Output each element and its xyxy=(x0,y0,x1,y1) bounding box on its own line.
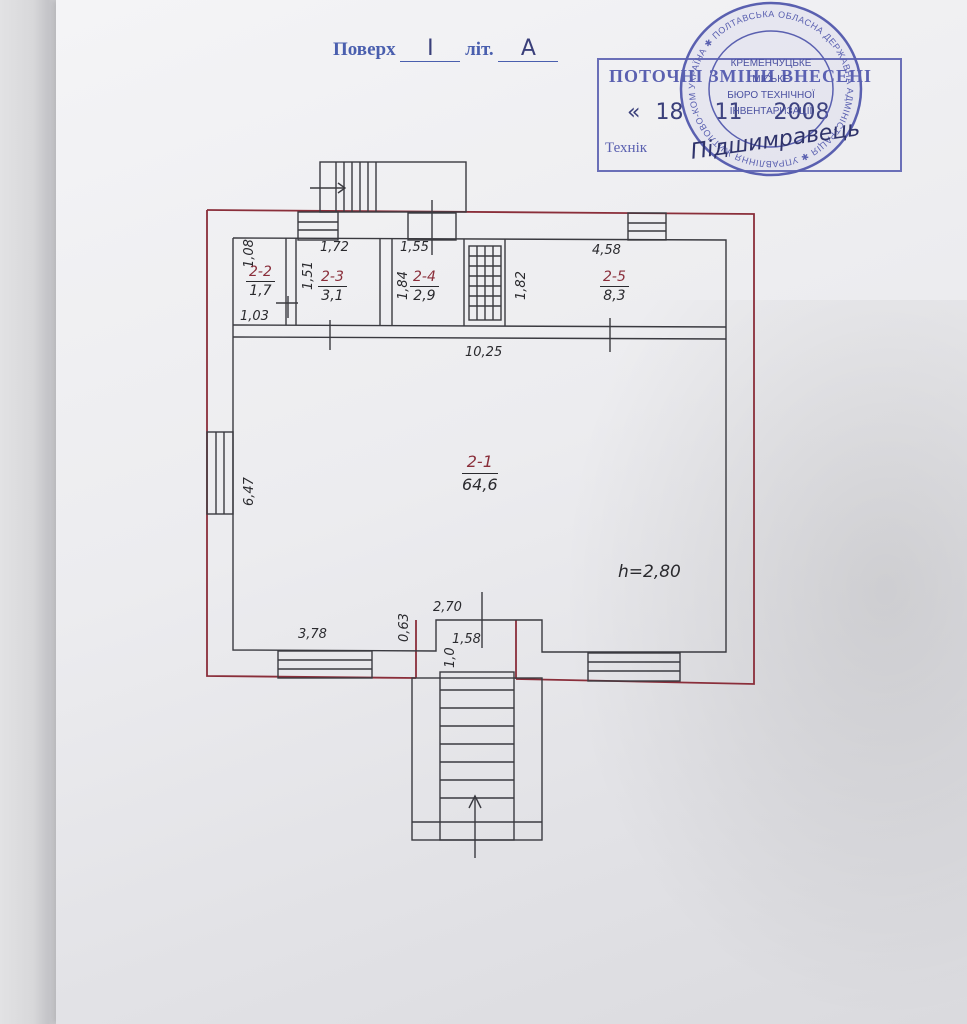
room-number: 2-5 xyxy=(600,268,629,287)
room-number: 2-1 xyxy=(462,451,498,474)
dim-label: 1,0 xyxy=(443,647,458,668)
date-year: 2008 xyxy=(773,100,829,125)
entry-stair xyxy=(411,677,543,841)
dim-label: 0,63 xyxy=(397,613,412,642)
partition-wall xyxy=(232,336,727,340)
partition-wall xyxy=(232,324,727,328)
date-day: 18 xyxy=(655,100,684,125)
letter-label: літ. xyxy=(465,39,494,60)
binder-edge xyxy=(0,0,60,1024)
room-area: 1,7 xyxy=(249,283,272,299)
dim-label: 1,51 xyxy=(301,261,316,290)
floor-header: Поверх I літ. А xyxy=(333,36,559,62)
ceiling-height: h=2,80 xyxy=(618,562,681,582)
dim-label: 2,70 xyxy=(433,600,462,615)
dim-label: 4,58 xyxy=(592,243,621,258)
seal-inner-line: МІСЬКЕ xyxy=(752,74,790,85)
room-label: 2-2 1,7 xyxy=(246,263,275,300)
dim-label: 10,25 xyxy=(465,345,503,360)
room-area: 2,9 xyxy=(413,288,436,304)
dim-label: 6,47 xyxy=(242,477,257,506)
dim-label: 1,58 xyxy=(452,632,481,647)
window xyxy=(587,652,681,682)
room-number: 2-3 xyxy=(318,268,347,287)
dim-label: 1,03 xyxy=(240,309,269,324)
dim-label: 3,78 xyxy=(298,627,327,642)
room-label: 2-3 3,1 xyxy=(318,268,347,305)
round-seal: УКРАЇНА ✱ ПОЛТАВСЬКА ОБЛАСНА ДЕРЖАВНА АД… xyxy=(678,0,863,177)
window xyxy=(206,431,234,515)
outer-wall xyxy=(206,209,755,685)
seal-inner-line: ІНВЕНТАРИЗАЦІЇ xyxy=(730,105,813,117)
room-label: 2-5 8,3 xyxy=(600,268,629,305)
letter-value: А xyxy=(498,36,559,62)
inner-wall xyxy=(232,237,727,653)
technician-label: Технік xyxy=(605,140,648,156)
room-area: 3,1 xyxy=(321,288,344,304)
room-area: 8,3 xyxy=(603,288,626,304)
dim-label: 1,82 xyxy=(514,271,529,300)
room-number: 2-2 xyxy=(246,263,275,282)
window xyxy=(297,211,339,241)
floor-value: I xyxy=(400,36,461,62)
seal-inner-line: БЮРО ТЕХНІЧНОЇ xyxy=(727,89,815,101)
floor-label: Поверх xyxy=(333,39,396,60)
dim-label: 1,84 xyxy=(396,271,411,300)
window xyxy=(277,650,373,679)
stamp-title: ПОТОЧНІ ЗМІНИ ВНЕСЕНІ xyxy=(609,66,871,86)
window xyxy=(407,212,457,241)
dim-label: 1,55 xyxy=(400,240,429,255)
room-area: 64,6 xyxy=(462,475,498,494)
top-stair xyxy=(319,161,467,213)
dim-label: 1,72 xyxy=(320,240,349,255)
date-quote: « xyxy=(627,100,641,125)
window xyxy=(627,212,667,241)
stamp-date: « 18 11 2008 xyxy=(627,100,829,125)
changes-stamp: ПОТОЧНІ ЗМІНИ ВНЕСЕНІ « 18 11 2008 Техні… xyxy=(597,58,902,172)
room-number: 2-4 xyxy=(410,268,439,287)
room-label: 2-1 64,6 xyxy=(462,451,498,496)
seal-inner-line: КРЕМЕНЧУЦЬКЕ xyxy=(731,58,812,69)
room-label: 2-4 2,9 xyxy=(410,268,439,305)
